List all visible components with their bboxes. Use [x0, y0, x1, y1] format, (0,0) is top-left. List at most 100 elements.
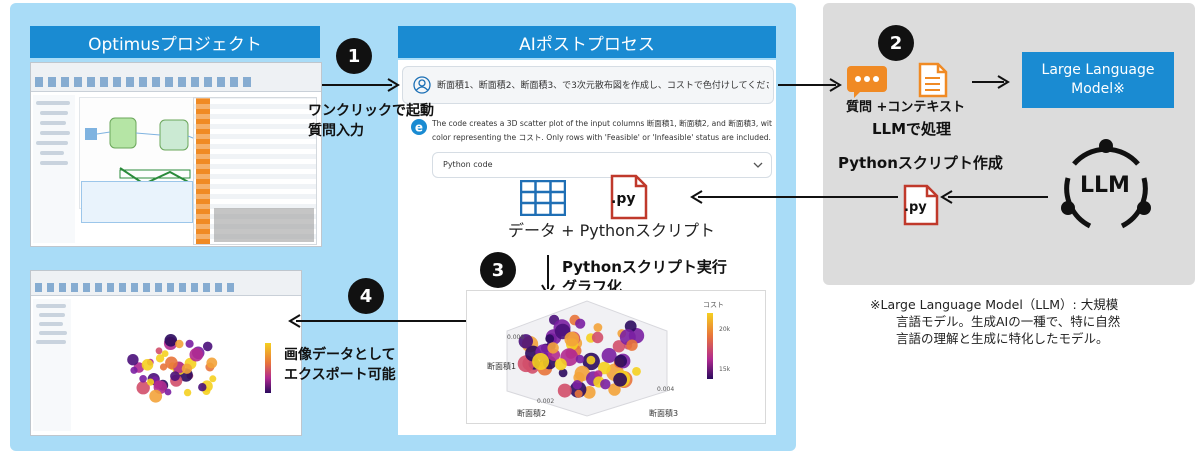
- arrow-to-model: [972, 75, 1010, 89]
- scatter-point: [574, 389, 583, 398]
- data-plus-python-text: データ + Pythonスクリプト: [508, 221, 716, 240]
- export-label-2: エクスポート可能: [284, 367, 396, 383]
- assistant-logo-icon: e: [411, 119, 427, 135]
- scatter-point: [127, 354, 139, 366]
- scatter-point: [206, 357, 218, 369]
- scatter-point: [575, 354, 585, 364]
- scatter-point: [161, 350, 169, 357]
- step-2-badge: 2: [878, 25, 914, 61]
- scatter-point: [591, 331, 604, 344]
- scatter-point: [202, 341, 213, 352]
- optimus-data-table: [193, 97, 317, 245]
- table-highlight-column: [196, 98, 210, 244]
- arrow-step-1: [322, 78, 400, 92]
- axis-x-label: 断面積2: [517, 408, 546, 418]
- prompt-text: 断面積1、断面積2、断面積3、で3次元散布図を作成し、コストで色付けしてください: [437, 81, 769, 91]
- arrow-step-4: [288, 314, 466, 328]
- table-gray-rows: [214, 208, 314, 242]
- scatter-point: [165, 356, 178, 370]
- scatter-point: [564, 331, 580, 347]
- data-table-icon: [520, 180, 566, 216]
- scatter-point: [149, 389, 163, 403]
- chevron-down-icon: [753, 162, 763, 168]
- footnote-line-2: 言語モデル。生成AIの一種で、特に自然: [896, 314, 1121, 329]
- optimus-tree-pane: [33, 95, 75, 243]
- response-line-2: color representing the コスト. Only rows wi…: [432, 133, 771, 142]
- scatter-point: [547, 342, 559, 354]
- python-code-label: Python code: [443, 160, 493, 169]
- question-input-label: 質問入力: [308, 123, 364, 139]
- response-line-1: The code creates a 3D scatter plot of th…: [432, 119, 772, 128]
- ai-post-process-header: AIポストプロセス: [398, 26, 776, 58]
- tick-label-c: 0.004: [657, 386, 674, 393]
- workflow-diagram: [85, 117, 210, 186]
- scatter-point: [146, 378, 155, 386]
- step-4-badge: 4: [348, 278, 384, 314]
- tick-label-b: 0.002: [537, 398, 554, 405]
- optimus-toolbar-2: [31, 271, 301, 296]
- colorbar-high: 20k: [719, 326, 731, 333]
- scatter-point: [141, 359, 154, 371]
- scatter-point: [209, 375, 217, 383]
- scatter-point: [159, 363, 168, 371]
- llm-network-icon: [1061, 139, 1151, 229]
- llm-box-line2: Model※: [1071, 81, 1125, 97]
- scatter-point: [608, 383, 621, 396]
- question-context-label: 質問 +コンテキスト: [846, 100, 966, 115]
- exported-chart-thumbnail: [75, 303, 291, 429]
- scatter-point: [614, 354, 627, 368]
- colorbar-title: コスト: [703, 301, 724, 309]
- scatter-point: [518, 334, 533, 349]
- scatter-point: [613, 372, 627, 387]
- scatter-point: [558, 368, 568, 378]
- scatter-point: [164, 388, 172, 396]
- scatter-point: [170, 371, 180, 382]
- python-code-dropdown[interactable]: Python code: [432, 152, 772, 178]
- scatter-point: [198, 383, 207, 392]
- scatter-point: [612, 340, 626, 353]
- scatter-point: [155, 347, 163, 355]
- one-click-label: ワンクリックで起動: [308, 103, 434, 119]
- scatter-point: [545, 334, 555, 344]
- axis-z-label: 断面積1: [487, 361, 516, 371]
- scatter-3d-chart: 断面積1 断面積2 断面積3 0.006 0.002 0.004 コスト 20k…: [466, 290, 766, 424]
- scatter-point: [136, 381, 150, 395]
- llm-process-label: LLMで処理: [872, 120, 952, 138]
- optimus-info-panel: [81, 181, 193, 223]
- tick-label-a: 0.006: [507, 334, 524, 341]
- scatter-point: [594, 370, 603, 379]
- scatter-point: [155, 354, 165, 363]
- arrow-llm-to-py: [940, 190, 1048, 204]
- scatter-point: [189, 347, 204, 362]
- large-language-model-box: Large Language Model※: [1022, 52, 1174, 108]
- scatter-point: [632, 367, 641, 376]
- scatter-point: [600, 379, 611, 390]
- scatter-point: [181, 363, 193, 374]
- prompt-box[interactable]: 断面積1、断面積2、断面積3、で3次元散布図を作成し、コストで色付けしてください: [402, 66, 774, 104]
- arrow-to-llm: [778, 78, 842, 92]
- footnote-line-1: ※Large Language Model（LLM）: 大規模: [870, 297, 1119, 312]
- scatter-point: [575, 318, 586, 329]
- footnote-line-3: 言語の理解と生成に特化したモデル。: [896, 331, 1109, 346]
- arrow-to-ai-panel: [690, 190, 898, 204]
- scatter-point: [626, 339, 638, 351]
- chat-bubble-icon: [847, 66, 887, 98]
- scatter-point: [130, 366, 138, 374]
- axis-y-label: 断面積3: [649, 408, 678, 418]
- scatter-point: [557, 383, 572, 398]
- llm-circle-label: LLM: [1080, 173, 1130, 198]
- mini-scatter: [127, 334, 271, 403]
- scatter-point: [183, 388, 192, 397]
- scatter-point: [153, 380, 163, 389]
- optimus-screenshot-1: [30, 62, 322, 247]
- py-ext-label-1: .py: [611, 191, 636, 207]
- optimus-project-header: Optimusプロジェクト: [30, 26, 320, 58]
- scatter-point: [572, 380, 582, 390]
- scatter-point: [139, 375, 147, 383]
- data-plus-python-label: データ + Pythonスクリプト: [508, 217, 715, 241]
- colorbar: [707, 313, 713, 379]
- scatter-svg: 断面積1 断面積2 断面積3 0.006 0.002 0.004 コスト 20k…: [487, 300, 731, 418]
- python-file-icon: [610, 174, 648, 220]
- toolbar-icons: [35, 77, 255, 87]
- scatter-point: [593, 323, 603, 332]
